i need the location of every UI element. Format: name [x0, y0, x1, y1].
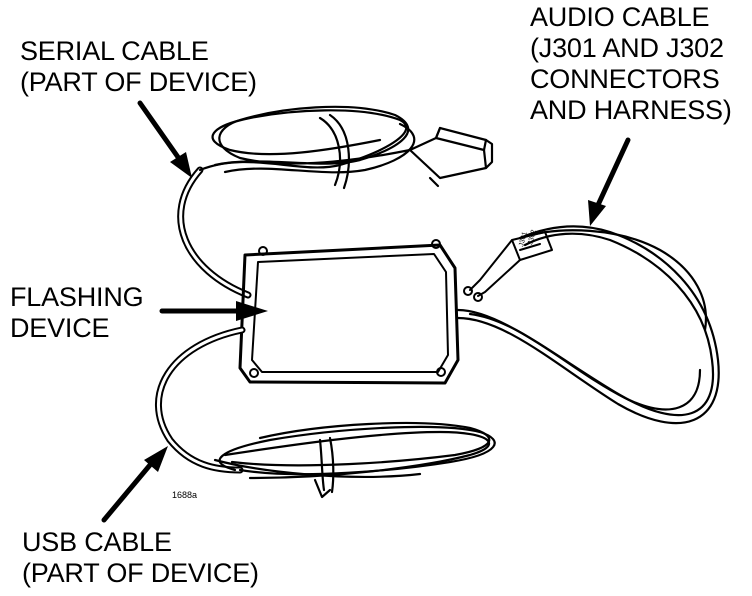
audio-cable — [456, 225, 720, 425]
label-flashing-device-line1: FLASHING — [10, 282, 144, 312]
label-audio-cable: AUDIO CABLE (J301 AND J302 CONNECTORS AN… — [530, 2, 732, 126]
flashing-device-box — [238, 239, 460, 385]
label-flashing-device: FLASHING DEVICE — [10, 282, 144, 344]
label-audio-cable-line4: AND HARNESS) — [530, 95, 732, 125]
label-audio-cable-line3: CONNECTORS — [530, 64, 720, 94]
arrow-serial-cable — [137, 100, 192, 178]
label-flashing-device-line2: DEVICE — [10, 313, 110, 343]
audio-connectors — [463, 231, 553, 302]
arrow-usb-cable — [101, 446, 168, 523]
serial-cable-coil — [198, 105, 416, 190]
label-audio-cable-line2: (J301 AND J302 — [530, 33, 724, 63]
connector-tag-j301: J301 — [518, 231, 529, 248]
arrow-audio-cable — [588, 137, 631, 226]
label-serial-cable-line2: (PART OF DEVICE) — [20, 67, 257, 97]
usb-cable-coil — [213, 421, 496, 499]
connector-tag-j302: J302 — [527, 229, 538, 246]
serial-connector — [408, 126, 494, 188]
label-usb-cable-line2: (PART OF DEVICE) — [22, 558, 259, 588]
label-usb-cable-line1: USB CABLE — [22, 527, 172, 557]
arrow-flashing-device — [159, 301, 268, 321]
usb-cable — [155, 326, 246, 474]
label-serial-cable-line1: SERIAL CABLE — [20, 36, 209, 66]
label-usb-cable: USB CABLE (PART OF DEVICE) — [22, 527, 259, 589]
label-serial-cable: SERIAL CABLE (PART OF DEVICE) — [20, 36, 257, 98]
connector-tags: J301 J302 — [518, 229, 538, 248]
label-audio-cable-line1: AUDIO CABLE — [530, 2, 710, 32]
figure-number: 1688a — [172, 490, 198, 500]
serial-cable — [177, 166, 252, 299]
